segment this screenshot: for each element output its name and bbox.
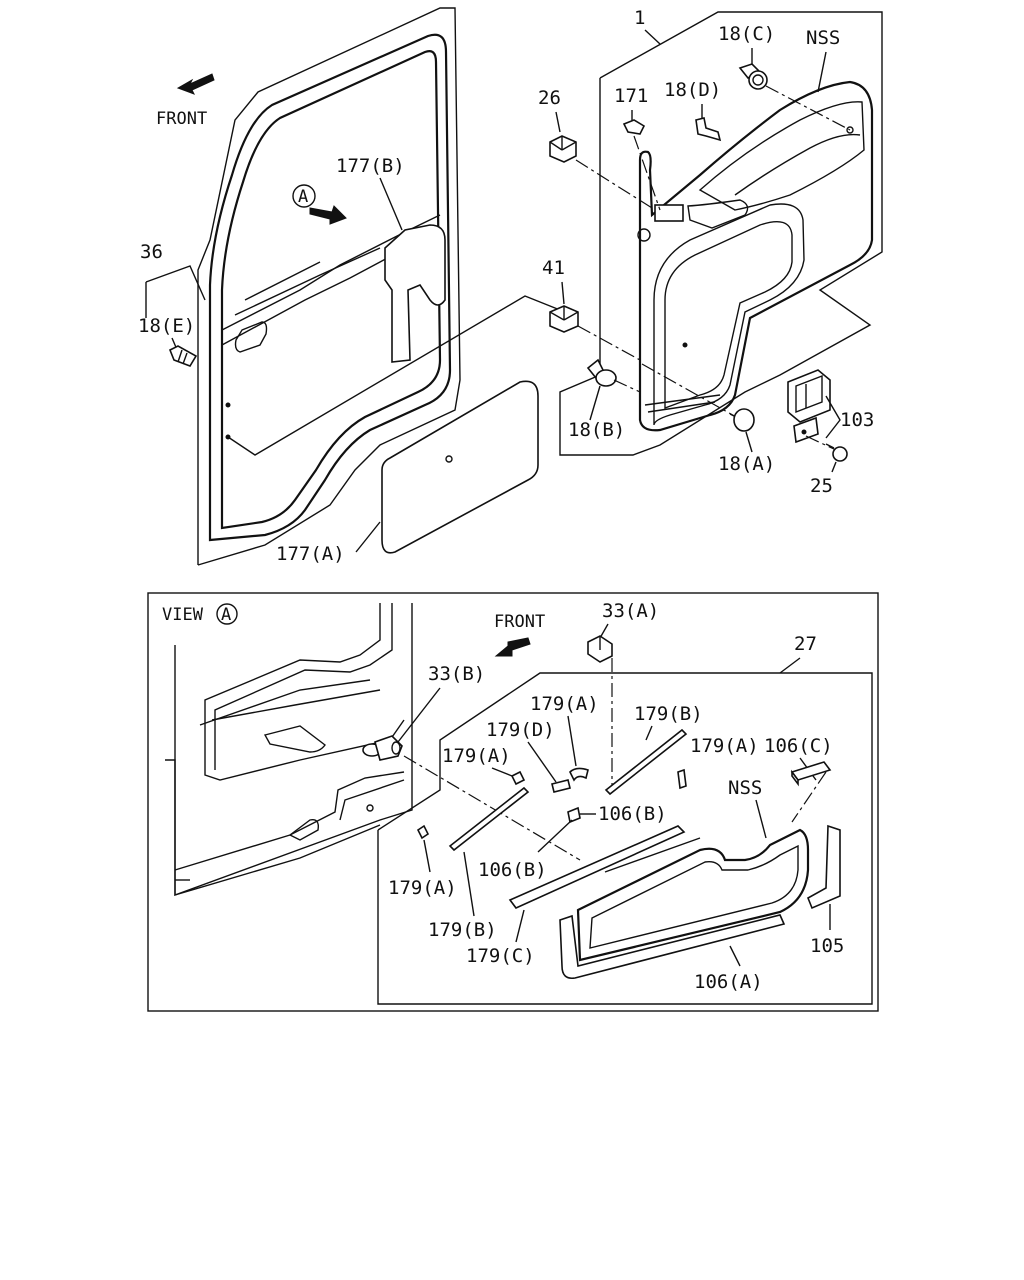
front-label-view: FRONT bbox=[494, 612, 545, 632]
trim-assembly-box bbox=[559, 11, 883, 456]
label-18d: 18(D) bbox=[664, 79, 721, 101]
view-a-letter: A bbox=[221, 605, 231, 625]
label-179b-2: 179(B) bbox=[428, 919, 497, 941]
lower-trim-box bbox=[377, 672, 873, 1005]
label-33a: 33(A) bbox=[602, 600, 659, 622]
view-title: VIEW bbox=[162, 605, 204, 625]
front-arrow-icon bbox=[176, 73, 215, 95]
part-179b-strip-1 bbox=[604, 728, 688, 796]
front-label-top: FRONT bbox=[156, 109, 207, 129]
part-27-trim bbox=[576, 828, 810, 962]
label-179a-3: 179(A) bbox=[690, 735, 759, 757]
callout-a-label: A bbox=[298, 187, 308, 207]
label-179a-1: 179(A) bbox=[530, 693, 599, 715]
label-179a-2: 179(A) bbox=[442, 745, 511, 767]
part-179c-strip bbox=[508, 825, 686, 909]
part-103-handle bbox=[787, 369, 831, 444]
part-179d-pad bbox=[551, 779, 571, 793]
part-33b-clip bbox=[362, 735, 403, 761]
label-103: 103 bbox=[840, 409, 874, 431]
part-41-clip bbox=[549, 305, 579, 333]
label-25: 25 bbox=[810, 475, 833, 497]
label-177b: 177(B) bbox=[336, 155, 405, 177]
door-panel-drawing bbox=[197, 7, 461, 566]
label-27: 27 bbox=[794, 633, 817, 655]
label-179a-4: 179(A) bbox=[388, 877, 457, 899]
part-179b-strip-2 bbox=[448, 786, 530, 852]
label-18a: 18(A) bbox=[718, 453, 775, 475]
label-41: 41 bbox=[542, 257, 565, 279]
part-179a-clip-2 bbox=[510, 770, 526, 786]
label-106b-2: 106(B) bbox=[478, 859, 547, 881]
label-177a: 177(A) bbox=[276, 543, 345, 565]
view-a-frame bbox=[147, 592, 879, 1012]
part-106a-seal bbox=[559, 914, 786, 980]
part-177a-panel bbox=[381, 380, 539, 554]
label-179b-1: 179(B) bbox=[634, 703, 703, 725]
label-1: 1 bbox=[634, 7, 645, 29]
part-18c-fastener bbox=[738, 63, 768, 90]
label-18b: 18(B) bbox=[568, 419, 625, 441]
part-18e-clip bbox=[168, 345, 198, 367]
part-25-screw bbox=[825, 443, 848, 462]
label-36: 36 bbox=[140, 241, 163, 263]
label-nss-view: NSS bbox=[728, 777, 762, 799]
label-18e: 18(E) bbox=[138, 315, 195, 337]
part-106c-block bbox=[790, 761, 832, 787]
label-179d: 179(D) bbox=[486, 719, 555, 741]
label-179c: 179(C) bbox=[466, 945, 535, 967]
view-a-door-sketch bbox=[165, 603, 413, 897]
part-26-clip bbox=[549, 135, 577, 163]
trim-panel-drawing bbox=[637, 80, 874, 432]
part-33a-clip bbox=[587, 635, 613, 663]
view-a-circle-icon bbox=[216, 603, 238, 625]
callout-circle-icon bbox=[292, 184, 316, 208]
label-171: 171 bbox=[614, 85, 648, 107]
part-106b-pad bbox=[567, 806, 581, 824]
label-106c: 106(C) bbox=[764, 735, 833, 757]
label-106b-1: 106(B) bbox=[598, 803, 667, 825]
label-105: 105 bbox=[810, 935, 844, 957]
part-18a-button bbox=[729, 408, 755, 432]
label-26: 26 bbox=[538, 87, 561, 109]
view-arrow-icon bbox=[494, 637, 531, 657]
part-179a-clip-1 bbox=[569, 767, 589, 782]
label-33b: 33(B) bbox=[428, 663, 485, 685]
part-179a-clip-3 bbox=[677, 768, 687, 790]
part-18b-clip bbox=[586, 358, 617, 387]
label-18c: 18(C) bbox=[718, 23, 775, 45]
part-105-seal bbox=[806, 824, 841, 910]
part-18d-bracket bbox=[695, 117, 722, 142]
part-179a-clip-4 bbox=[416, 824, 430, 840]
label-nss-top: NSS bbox=[806, 27, 840, 49]
part-171-clip bbox=[622, 119, 646, 135]
label-106a: 106(A) bbox=[694, 971, 763, 993]
